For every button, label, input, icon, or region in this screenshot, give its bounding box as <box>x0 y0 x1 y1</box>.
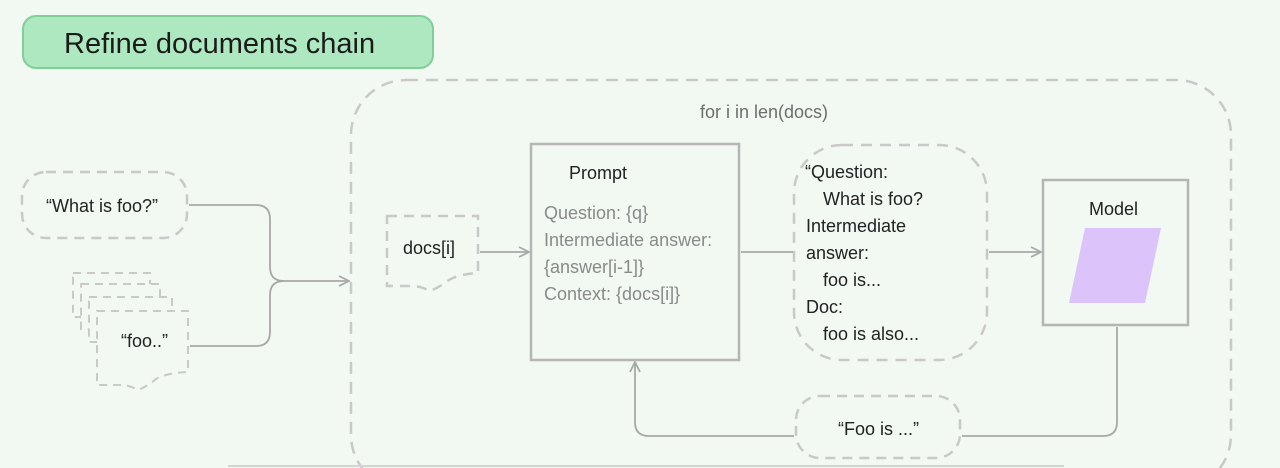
prompt-line: Intermediate answer: <box>544 230 713 250</box>
filled-prompt-bubble <box>792 143 989 362</box>
output-bubble <box>794 394 962 460</box>
output-to-prompt-arrow <box>635 362 794 437</box>
docs-to-loop-connector <box>190 280 285 347</box>
docs-node-shape <box>385 214 480 293</box>
prompt-line: {answer[i-1]} <box>544 257 645 277</box>
output-label: “Foo is ...” <box>838 419 920 439</box>
filled-prompt-line: What is foo? <box>823 189 924 209</box>
filled-prompt-line: foo is also... <box>823 324 920 344</box>
loop-container <box>349 78 1233 468</box>
filled-prompt-line: Doc: <box>806 297 844 317</box>
doc-sheet-front <box>96 310 189 392</box>
prompt-line: Context: {docs[i]} <box>544 284 681 304</box>
question-to-loop-connector <box>189 204 285 282</box>
filled-prompt-line: foo is... <box>823 270 882 290</box>
filled-prompt-line: “Question: <box>805 162 889 182</box>
docs-node-label: docs[i] <box>403 238 456 258</box>
filled-prompt-line: Intermediate <box>806 216 907 236</box>
model-title: Model <box>1089 199 1139 219</box>
prompt-line: Question: {q} <box>544 203 649 223</box>
page-title: Refine documents chain <box>64 28 376 60</box>
filled-prompt-line: answer: <box>806 243 870 263</box>
docs-input-label: “foo..” <box>121 331 169 351</box>
model-shape <box>1069 228 1161 303</box>
question-input-label: “What is foo?” <box>46 196 159 216</box>
prompt-box <box>529 142 741 362</box>
docs-stack <box>72 272 189 392</box>
prompt-title: Prompt <box>569 163 628 183</box>
model-box <box>1041 178 1190 327</box>
question-input-bubble <box>20 170 189 240</box>
loop-label: for i in len(docs) <box>700 102 829 122</box>
model-to-output-connector <box>962 327 1118 437</box>
title-pill: Refine documents chain <box>22 15 434 69</box>
